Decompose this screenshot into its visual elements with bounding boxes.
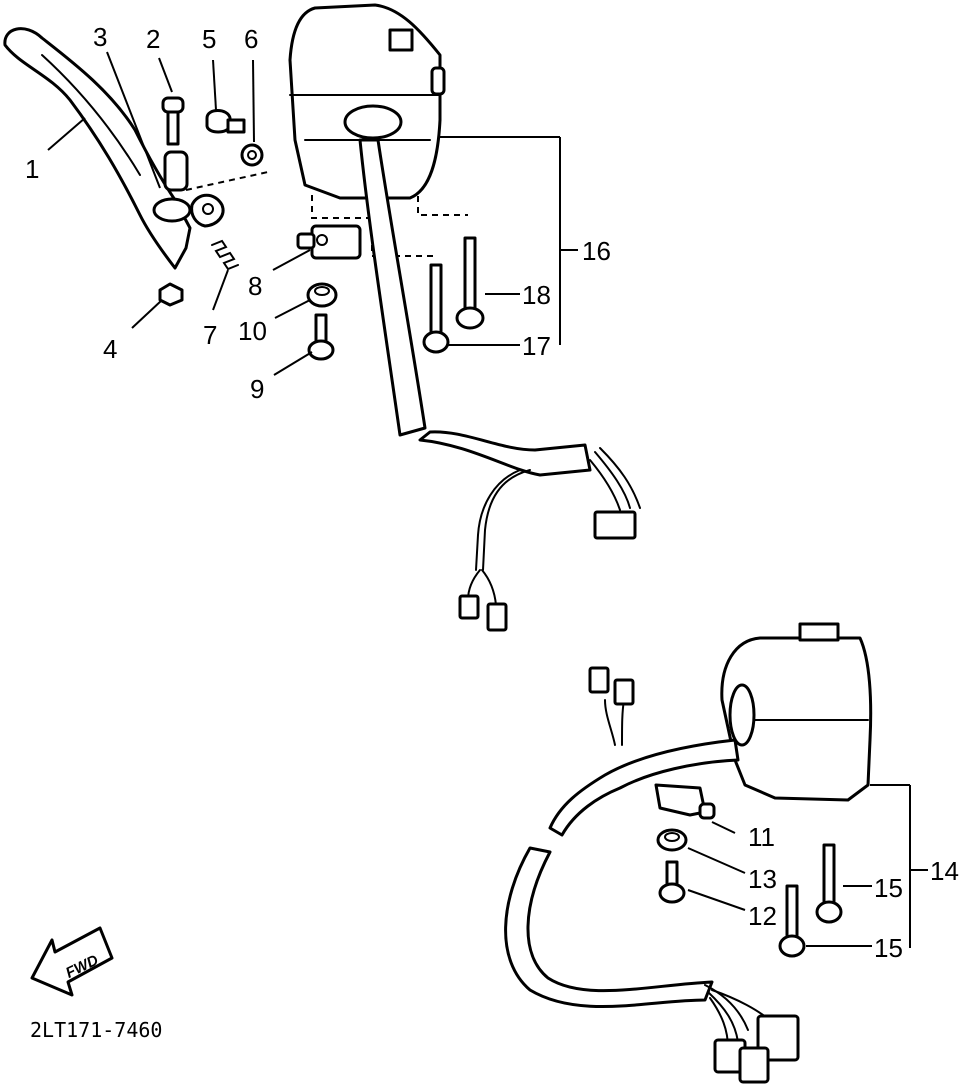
screw-12 bbox=[658, 860, 686, 904]
document-code: 2LT171-7460 bbox=[30, 1018, 162, 1042]
upper-wiring-harness bbox=[358, 138, 641, 632]
callout-18: 18 bbox=[522, 280, 551, 310]
leader-lines bbox=[47, 51, 928, 948]
assembly-line-upper-b bbox=[417, 196, 468, 216]
callout-labels: 1 2 3 4 5 6 7 8 9 10 11 12 13 14 15 15 1… bbox=[25, 22, 959, 963]
callout-3: 3 bbox=[93, 22, 107, 52]
callout-7: 7 bbox=[203, 320, 217, 350]
fwd-arrow-icon: FWD bbox=[30, 926, 114, 997]
upper-handlebar-switch bbox=[288, 3, 446, 200]
lower-handlebar-switch bbox=[720, 622, 873, 802]
screw-15-upper bbox=[815, 843, 843, 924]
washer-10 bbox=[306, 282, 338, 308]
spring-7 bbox=[211, 239, 239, 271]
washer-13 bbox=[656, 828, 688, 852]
nut-4 bbox=[158, 282, 184, 307]
screw-15-lower bbox=[778, 884, 806, 958]
callout-15-lower: 15 bbox=[874, 933, 903, 963]
lower-wiring-harness bbox=[504, 666, 800, 1084]
callout-11: 11 bbox=[748, 822, 775, 852]
clutch-lever bbox=[3, 27, 192, 270]
switch-8 bbox=[296, 224, 362, 260]
callout-4: 4 bbox=[103, 334, 117, 364]
callout-15-upper: 15 bbox=[874, 873, 903, 903]
callout-13: 13 bbox=[748, 864, 777, 894]
callout-12: 12 bbox=[748, 901, 777, 931]
screw-18 bbox=[455, 236, 485, 330]
callout-14: 14 bbox=[930, 856, 959, 886]
assembly-line-upper bbox=[185, 171, 269, 191]
callout-5: 5 bbox=[202, 24, 216, 54]
screw-17 bbox=[422, 263, 450, 354]
lever-bracket bbox=[190, 193, 225, 228]
callout-8: 8 bbox=[248, 271, 262, 301]
adjuster-bolt-5 bbox=[205, 109, 246, 134]
callout-6: 6 bbox=[244, 24, 258, 54]
callout-17: 17 bbox=[522, 331, 551, 361]
callout-9: 9 bbox=[250, 374, 264, 404]
nut-6 bbox=[240, 143, 264, 167]
collar-3 bbox=[163, 150, 189, 192]
switch-11 bbox=[654, 783, 716, 820]
callout-10: 10 bbox=[238, 316, 267, 346]
bolt-2 bbox=[161, 96, 185, 146]
callout-2: 2 bbox=[146, 24, 160, 54]
callout-1: 1 bbox=[25, 154, 39, 184]
screw-9 bbox=[307, 313, 335, 361]
callout-16: 16 bbox=[582, 236, 611, 266]
